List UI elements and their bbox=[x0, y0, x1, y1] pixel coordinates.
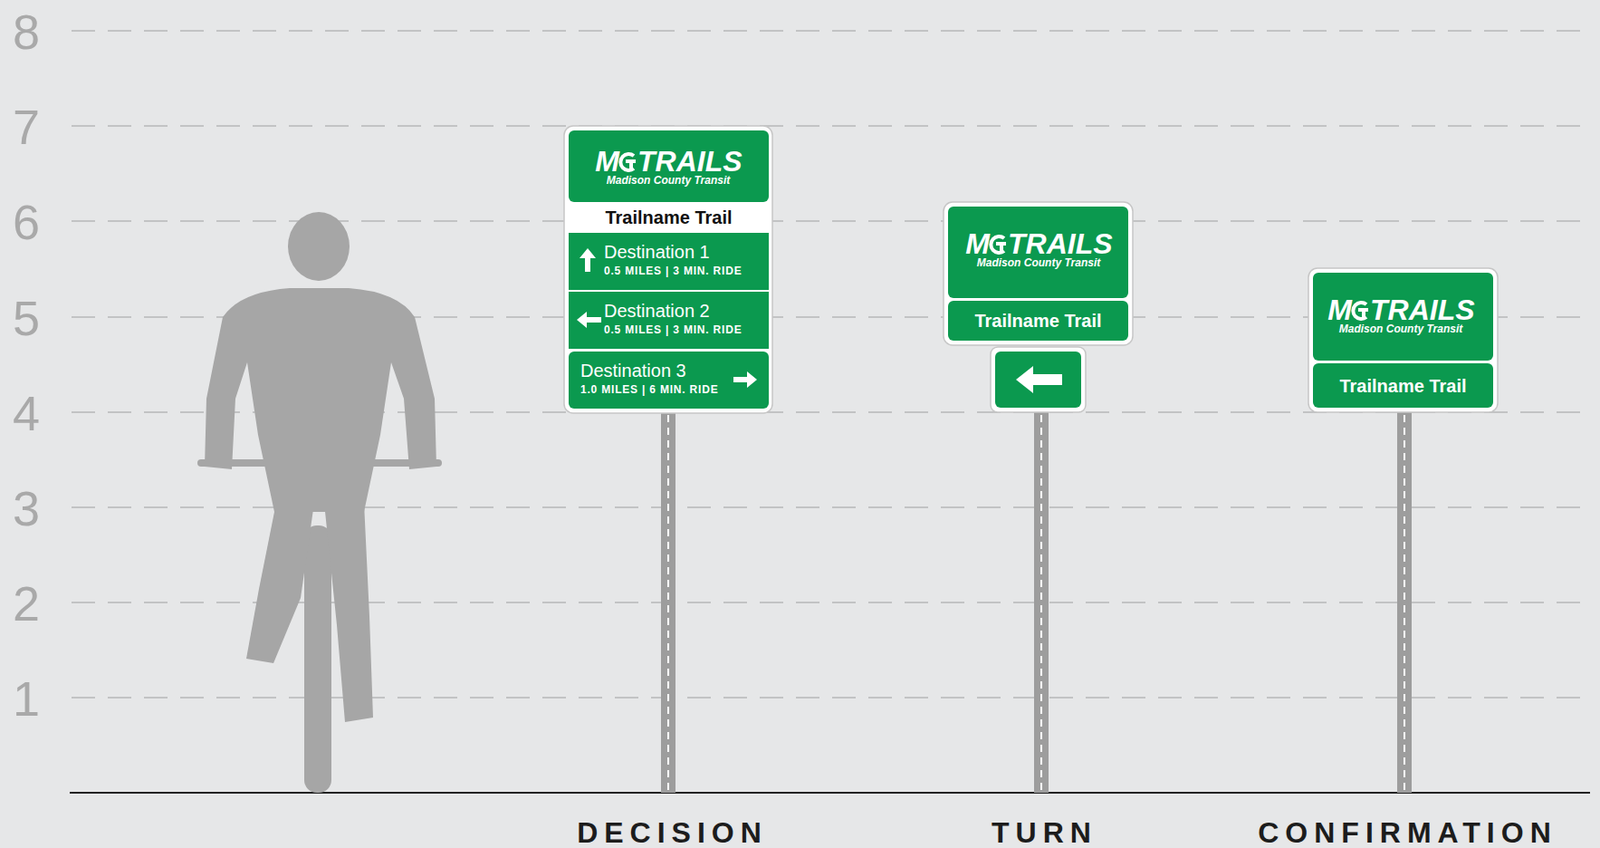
logo-letter: M bbox=[1327, 295, 1352, 325]
arrow-up bbox=[579, 248, 596, 272]
axis-tick-label: 4 bbox=[12, 388, 40, 438]
destination-panel bbox=[568, 291, 769, 349]
distance-time: 0.5 MILES | 3 MIN. RIDE bbox=[603, 265, 742, 278]
logo-block: M TRAILSMadison County Transit bbox=[948, 229, 1130, 271]
sign-type-label: CONFIRMATION bbox=[1251, 818, 1557, 846]
trail-name-panel bbox=[1312, 363, 1494, 408]
decision-sign bbox=[564, 125, 773, 413]
sign-board bbox=[943, 201, 1133, 345]
trail-name: Trailname Trail bbox=[974, 310, 1102, 331]
sign-type-label: DECISION bbox=[570, 818, 768, 846]
turn-sign bbox=[943, 201, 1133, 412]
axis-tick-label: 2 bbox=[12, 578, 40, 628]
confirmation-sign bbox=[1308, 268, 1498, 412]
sign-post bbox=[661, 407, 676, 793]
logo-wordmark: TRAILS bbox=[637, 146, 743, 176]
trail-name-band: Trailname Trail bbox=[1312, 363, 1494, 408]
trail-name-panel bbox=[948, 300, 1129, 341]
axis-tick-label: 8 bbox=[12, 7, 40, 57]
logo-symbol bbox=[990, 236, 1006, 253]
arrow-left bbox=[576, 311, 602, 328]
destination-name: Destination 2 bbox=[603, 300, 710, 321]
logo-subtitle: Madison County Transit bbox=[606, 173, 730, 187]
cyclist-leg bbox=[324, 502, 374, 722]
gridline bbox=[71, 29, 1592, 32]
distance-time: 0.5 MILES | 3 MIN. RIDE bbox=[603, 324, 742, 336]
destination-text: Destination 2 0.5 MILES | 3 MIN. RIDE bbox=[603, 300, 742, 336]
logo-block: M TRAILSMadison County Transit bbox=[1310, 295, 1492, 337]
distance-time: 1.0 MILES | 6 MIN. RIDE bbox=[580, 383, 719, 396]
destination-name: Destination 3 bbox=[580, 360, 687, 381]
destination-panel: Destination 2 0.5 MILES | 3 MIN. RIDE bbox=[568, 291, 769, 349]
gridline bbox=[71, 601, 1592, 604]
axis-tick-label: 6 bbox=[12, 197, 40, 247]
gridline bbox=[71, 124, 1592, 127]
logo-wordmark: TRAILS bbox=[1370, 295, 1476, 325]
post-stripe bbox=[1040, 414, 1043, 793]
trail-name: Trailname Trail bbox=[1339, 375, 1466, 396]
sign-type-label: TURN bbox=[985, 818, 1098, 846]
destination-panel bbox=[568, 351, 769, 409]
axis-tick-label: 7 bbox=[12, 102, 40, 152]
destination-text: Destination 3 1.0 MILES | 6 MIN. RIDE bbox=[580, 360, 719, 396]
destination-text: Destination 1 0.5 MILES | 3 MIN. RIDE bbox=[603, 241, 742, 278]
height-gridlines bbox=[71, 30, 1592, 698]
logo-panel bbox=[948, 206, 1129, 298]
arrow-right bbox=[733, 371, 757, 388]
logo-wordmark: TRAILS bbox=[1007, 229, 1113, 259]
logo-letter: M bbox=[965, 229, 990, 259]
logo-subtitle: Madison County Transit bbox=[977, 256, 1101, 269]
logo-block: M TRAILSMadison County Transit bbox=[577, 146, 759, 189]
cyclist-leg bbox=[246, 502, 315, 663]
trail-name-band: Trailname Trail bbox=[948, 300, 1129, 341]
trail-name: Trailname Trail bbox=[604, 207, 732, 228]
axis-tick-label: 3 bbox=[12, 483, 40, 533]
handlebar bbox=[197, 459, 442, 467]
destination-name: Destination 1 bbox=[603, 241, 710, 262]
sign-board bbox=[1308, 268, 1498, 412]
axis-tick-label: 5 bbox=[12, 293, 40, 343]
destination-panel: Destination 1 0.5 MILES | 3 MIN. RIDE bbox=[568, 232, 769, 290]
logo-symbol bbox=[620, 153, 636, 171]
logo-subtitle: Madison County Transit bbox=[1339, 322, 1463, 336]
sign-post bbox=[1397, 407, 1412, 793]
post-stripe bbox=[667, 414, 670, 793]
arrow-board bbox=[990, 346, 1086, 412]
post-stripe bbox=[1403, 414, 1406, 793]
sign-post bbox=[1034, 407, 1049, 793]
axis-tick-label: 1 bbox=[12, 673, 40, 723]
destination-panel: Destination 3 1.0 MILES | 6 MIN. RIDE bbox=[568, 351, 769, 409]
gridline bbox=[71, 696, 1592, 699]
turn-arrow-left bbox=[1015, 365, 1063, 393]
sign-board bbox=[564, 125, 773, 413]
bike-wheel bbox=[304, 525, 332, 793]
cyclist-body bbox=[204, 287, 437, 512]
cyclist-silhouette bbox=[197, 211, 442, 793]
destination-panel bbox=[568, 232, 769, 290]
logo-letter: M bbox=[594, 146, 620, 176]
logo-symbol bbox=[1352, 302, 1369, 319]
logo-panel bbox=[568, 130, 769, 202]
logo-panel bbox=[1312, 272, 1494, 361]
sign-posts bbox=[661, 407, 1412, 793]
ground-line bbox=[69, 791, 1591, 794]
arrow-panel bbox=[995, 351, 1082, 408]
trail-name-band: Trailname Trail bbox=[568, 201, 769, 233]
cyclist-head bbox=[287, 211, 350, 281]
